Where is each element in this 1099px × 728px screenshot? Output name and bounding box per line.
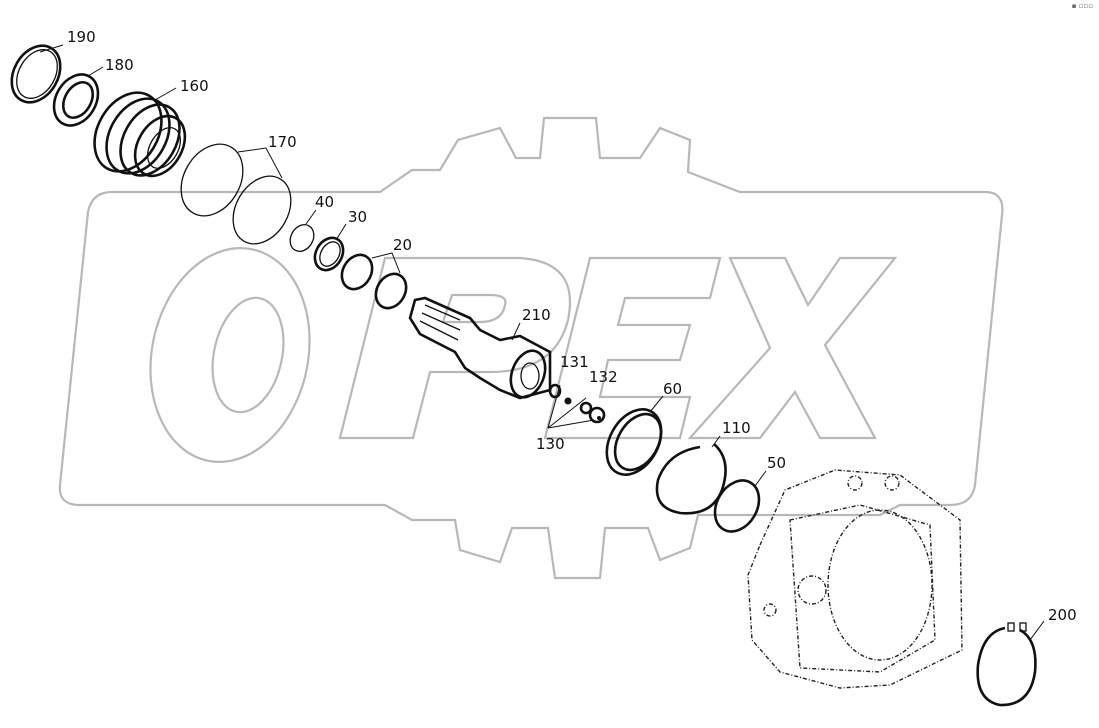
callout-40[interactable]: 40 — [315, 193, 334, 211]
callout-50[interactable]: 50 — [767, 454, 786, 472]
callout-180[interactable]: 180 — [105, 56, 134, 74]
part-210-shaft[interactable] — [408, 296, 552, 402]
part-132-ball[interactable] — [564, 397, 572, 405]
callout-132[interactable]: 132 — [589, 368, 618, 386]
callout-170[interactable]: 170 — [268, 133, 297, 151]
watermark-letter-x — [687, 256, 898, 440]
callouts: 190 180 160 170 40 30 20 210 131 132 60 … — [67, 28, 1077, 624]
part-190-ring[interactable] — [2, 37, 70, 111]
callout-110[interactable]: 110 — [722, 419, 751, 437]
part-30-washer[interactable] — [309, 233, 349, 275]
part-170-orings[interactable] — [169, 133, 303, 254]
part-160-housing[interactable] — [81, 81, 195, 186]
callout-20[interactable]: 20 — [393, 236, 412, 254]
part-110-snap-ring[interactable] — [655, 443, 727, 515]
callout-130[interactable]: 130 — [536, 435, 565, 453]
part-130-plug[interactable] — [579, 401, 606, 424]
callout-210[interactable]: 210 — [522, 306, 551, 324]
leader-lines — [39, 44, 1045, 641]
part-gearbox-housing[interactable] — [747, 469, 963, 689]
callout-200[interactable]: 200 — [1048, 606, 1077, 624]
watermark-logo — [58, 116, 1004, 580]
part-200-circlip[interactable] — [976, 622, 1037, 707]
part-40-ring[interactable] — [285, 220, 318, 255]
callout-190[interactable]: 190 — [67, 28, 96, 46]
part-180-bearing[interactable] — [45, 67, 107, 134]
watermark-letter-e — [543, 256, 722, 440]
watermark-gear — [58, 116, 1004, 580]
callout-60[interactable]: 60 — [663, 380, 682, 398]
part-50-circlip[interactable] — [706, 473, 768, 540]
callout-30[interactable]: 30 — [348, 208, 367, 226]
watermark-letter-o — [149, 247, 311, 463]
part-131-ring[interactable] — [548, 383, 562, 399]
callout-131[interactable]: 131 — [560, 353, 589, 371]
callout-160[interactable]: 160 — [180, 77, 209, 95]
corner-mark: ▪ ▫▫▫ — [1071, 2, 1093, 10]
watermark-letter-p — [338, 256, 572, 440]
part-20-rings[interactable] — [336, 249, 412, 313]
part-60-bearing-ring[interactable] — [596, 400, 673, 485]
